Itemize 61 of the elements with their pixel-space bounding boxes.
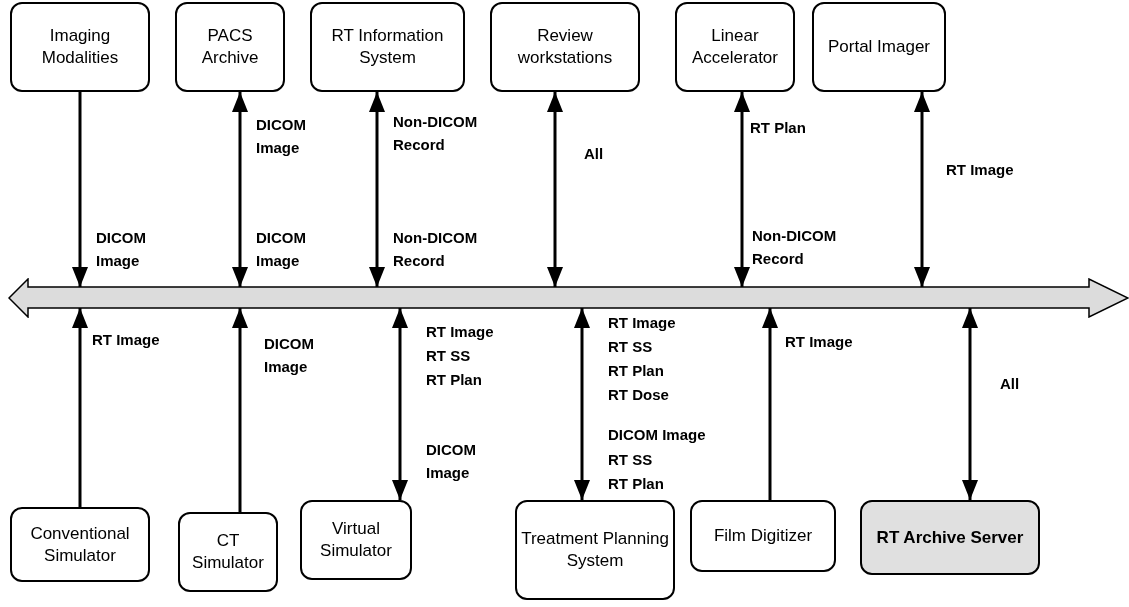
data-label: DICOM Image — [426, 440, 477, 483]
box-label: CT Simulator — [191, 530, 265, 574]
system-box — [310, 2, 465, 92]
arrow — [574, 308, 590, 500]
box-label: Conventional Simulator — [29, 522, 131, 567]
data-label: RT Plan — [750, 118, 807, 138]
data-label: RT Plan — [426, 370, 483, 390]
system-box — [10, 2, 150, 92]
data-label: RT Image — [426, 322, 495, 342]
data-label: DICOM Image — [96, 228, 147, 271]
system-box — [10, 507, 150, 582]
data-label: RT Plan — [608, 474, 665, 494]
box-label: PACS Archive — [200, 25, 260, 69]
data-label: All — [584, 144, 605, 164]
server-box — [860, 500, 1040, 575]
system-box — [515, 500, 675, 600]
box-label: RT Information System — [330, 25, 445, 69]
box-label: Portal Imager — [827, 36, 930, 58]
box-label: Linear Accelerator — [691, 25, 779, 69]
data-label: RT SS — [608, 450, 654, 470]
system-box — [175, 2, 285, 92]
system-box — [490, 2, 640, 92]
box-label: RT Archive Server — [876, 526, 1024, 549]
system-box — [178, 512, 278, 592]
box-label: Review workstations — [516, 25, 614, 69]
box-label: Imaging Modalities — [40, 25, 120, 69]
data-label: RT Image — [608, 313, 677, 333]
arrow — [232, 308, 248, 512]
data-label: RT Image — [92, 330, 161, 350]
arrow — [914, 92, 930, 287]
system-box — [690, 500, 836, 572]
data-label: All — [1000, 374, 1021, 394]
system-box — [300, 500, 412, 580]
data-label: RT SS — [426, 346, 472, 366]
bus-arrow — [8, 278, 1129, 318]
data-label: Non-DICOM Record — [752, 226, 838, 269]
box-label: Virtual Simulator — [319, 518, 393, 562]
system-box — [675, 2, 795, 92]
system-box — [812, 2, 946, 92]
data-label: RT Image — [946, 160, 1015, 180]
arrow — [734, 92, 750, 287]
data-label: RT SS — [608, 337, 654, 357]
data-label: DICOM Image — [256, 115, 307, 158]
arrow — [547, 92, 563, 287]
data-label: DICOM Image — [256, 228, 307, 271]
arrow — [392, 308, 408, 500]
data-label: DICOM Image — [264, 334, 315, 377]
box-label: Film Digitizer — [713, 525, 813, 547]
arrow — [72, 308, 88, 507]
data-label: RT Dose — [608, 385, 670, 405]
data-label: DICOM Image — [608, 425, 707, 445]
arrow — [962, 308, 978, 500]
arrow — [72, 92, 88, 287]
arrow — [762, 308, 778, 500]
data-label: Non-DICOM Record — [393, 112, 479, 155]
box-label: Treatment Planning System — [521, 528, 669, 572]
data-label: RT Plan — [608, 361, 665, 381]
arrow — [369, 92, 385, 287]
data-label: Non-DICOM Record — [393, 228, 479, 271]
arrow — [232, 92, 248, 287]
data-label: RT Image — [785, 332, 854, 352]
